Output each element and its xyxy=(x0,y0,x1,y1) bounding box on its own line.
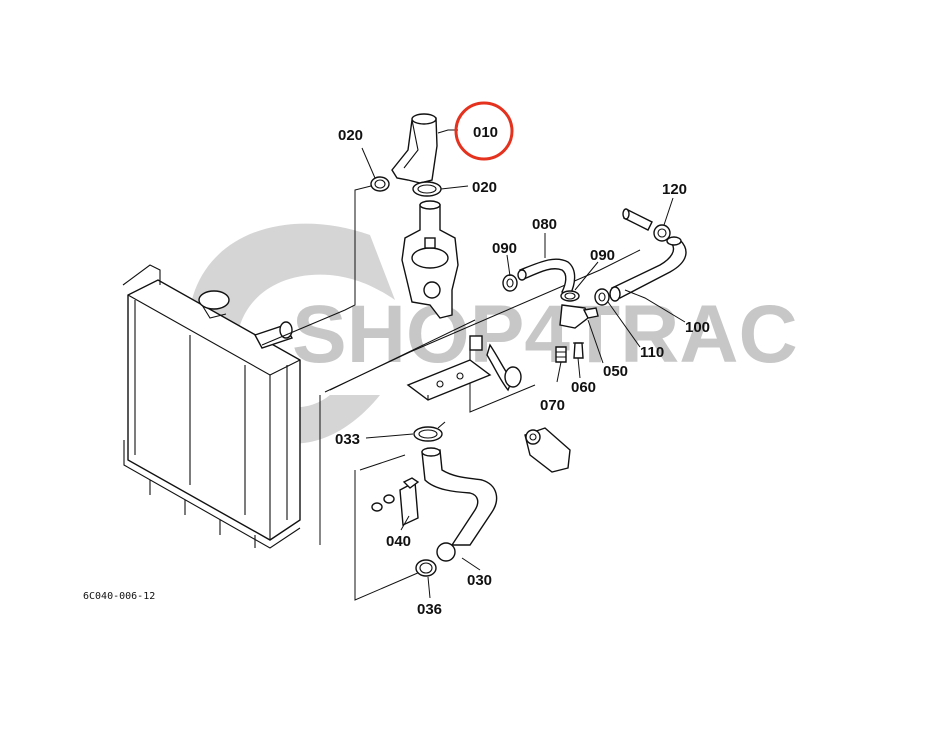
callout-110[interactable]: 110 xyxy=(640,344,664,361)
callout-040[interactable]: 040 xyxy=(386,533,411,550)
clamp-036 xyxy=(415,559,437,577)
radiator-cap xyxy=(198,290,230,310)
callout-010[interactable]: 010 xyxy=(473,124,498,141)
callout-033[interactable]: 033 xyxy=(335,431,360,448)
lower-hose-030 xyxy=(421,447,498,562)
callout-labels: 010 020 020 120 080 090 090 100 110 050 … xyxy=(335,124,710,618)
callout-050[interactable]: 050 xyxy=(603,363,628,380)
plug-070 xyxy=(555,346,567,363)
bracket-040 xyxy=(371,477,420,527)
callout-020-left[interactable]: 020 xyxy=(338,127,363,144)
drain-cock-060 xyxy=(573,342,584,359)
callout-100[interactable]: 100 xyxy=(685,319,710,336)
clamp-090-left xyxy=(502,274,518,292)
clamp-020-left xyxy=(370,176,390,192)
water-flange xyxy=(524,427,571,473)
highlight-circle xyxy=(454,101,514,161)
callout-leaders xyxy=(361,129,686,599)
callout-120[interactable]: 120 xyxy=(662,181,687,198)
callout-020-right[interactable]: 020 xyxy=(472,179,497,196)
hose-080 xyxy=(517,258,576,296)
callout-070[interactable]: 070 xyxy=(540,397,565,414)
clamp-090-right xyxy=(560,290,580,302)
thermostat-housing xyxy=(401,200,459,319)
callout-090-right[interactable]: 090 xyxy=(590,247,615,264)
clamp-110 xyxy=(594,288,610,306)
bracket-plate xyxy=(406,335,522,401)
pipe-120 xyxy=(622,208,671,242)
callout-030[interactable]: 030 xyxy=(467,572,492,589)
clamp-033 xyxy=(413,421,446,442)
drawing-code: 6C040-006-12 xyxy=(83,591,155,602)
callout-090-left[interactable]: 090 xyxy=(492,240,517,257)
assembly-lines xyxy=(261,184,641,601)
radiator xyxy=(122,264,301,549)
joint-050 xyxy=(559,304,599,329)
upper-hose-010 xyxy=(391,113,438,184)
callout-060[interactable]: 060 xyxy=(571,379,596,396)
hose-100 xyxy=(609,236,687,302)
clamp-020-right xyxy=(412,181,442,197)
watermark-text: SHOP4TRAC xyxy=(292,289,798,380)
callout-036[interactable]: 036 xyxy=(417,601,442,618)
callout-080[interactable]: 080 xyxy=(532,216,557,233)
